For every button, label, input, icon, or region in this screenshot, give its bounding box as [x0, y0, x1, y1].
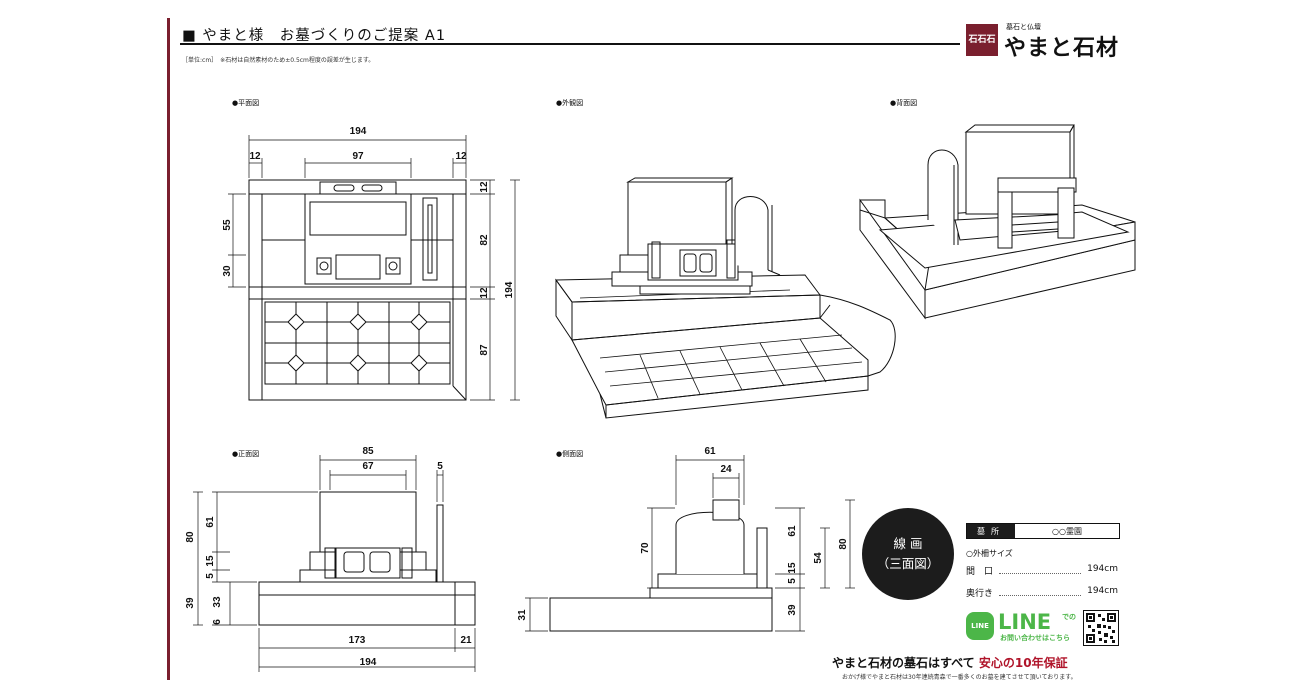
width-key: 間 口	[966, 567, 994, 577]
line-de: での	[1062, 613, 1076, 621]
tagline-highlight: 安心の10年保証	[978, 656, 1068, 670]
dim-plan-r1: 12	[479, 181, 490, 193]
dim-plan-total-w: 194	[350, 126, 367, 137]
footer-note: おかげ様でやまと石材は30年連続青森で一番多くのお墓を建てさせて頂いております。	[842, 674, 1077, 681]
page-title: ■ やまと様 お墓づくりのご提案 A1	[182, 28, 447, 44]
back-view-label: ●背面図	[890, 99, 918, 107]
dim-plan-mid: 97	[352, 151, 364, 162]
line-contact-text[interactable]: お問い合わせはこちら	[1000, 634, 1070, 642]
dim-side-80: 80	[838, 538, 849, 550]
dim-front-85: 85	[362, 446, 374, 457]
dim-front-21: 21	[460, 635, 472, 646]
title-underline	[180, 43, 960, 45]
dim-plan-r2: 82	[479, 234, 490, 246]
front-drawing	[193, 455, 476, 672]
dim-side-15: 15	[787, 562, 798, 574]
plot-value: ○○霊園	[1052, 526, 1082, 536]
dim-plan-l2: 30	[222, 265, 233, 277]
dim-side-31: 31	[517, 609, 528, 621]
dim-plan-r3: 12	[479, 287, 490, 299]
unit-note: ［単位:cm］ ※石材は自然素材のため±0.5cm程度の誤差が生じます。	[182, 57, 375, 64]
dim-front-6: 6	[212, 619, 223, 625]
dim-side-5: 5	[787, 578, 798, 584]
dim-front-194: 194	[360, 657, 377, 668]
dim-side-54: 54	[813, 552, 824, 564]
leader-dots	[999, 586, 1082, 596]
dim-plan-left: 12	[249, 151, 261, 162]
perspective-view-label: ●外観図	[556, 99, 584, 107]
side-drawing	[525, 455, 855, 632]
left-accent-bar	[167, 18, 170, 680]
brand-tagline: 墓石と仏壇	[1006, 23, 1041, 31]
brand-logo-icon: 石石石	[966, 24, 998, 56]
dim-side-61b: 61	[787, 525, 798, 537]
line-app-icon[interactable]: LINE	[966, 612, 994, 640]
line-drawing-badge: 線 画 （三面図）	[862, 508, 954, 600]
plan-drawing	[228, 135, 520, 401]
perspective-drawing	[555, 177, 896, 419]
dim-front-80: 80	[185, 531, 196, 543]
leader-dots	[999, 564, 1082, 574]
qr-code-icon[interactable]	[1083, 610, 1119, 646]
dim-side-61: 61	[704, 446, 716, 457]
size-title: ○外柵サイズ	[966, 549, 1013, 558]
dim-front-5: 5	[437, 461, 443, 472]
width-value: 194cm	[1087, 564, 1118, 574]
dim-front-67: 67	[362, 461, 374, 472]
badge-line1: 線 画	[893, 536, 923, 551]
line-wordmark[interactable]: LINE	[998, 610, 1052, 634]
back-drawing	[859, 124, 1136, 320]
dim-front-15: 15	[205, 555, 216, 567]
front-view-label: ●正面図	[232, 450, 260, 458]
warranty-tagline: やまと石材の墓石はすべて 安心の10年保証	[832, 654, 1068, 671]
side-view-label: ●側面図	[556, 450, 584, 458]
dim-side-39: 39	[787, 604, 798, 616]
tagline-text: やまと石材の墓石はすべて	[832, 656, 975, 670]
dim-front-61: 61	[205, 516, 216, 528]
width-row: 間 口 194cm	[966, 564, 1118, 577]
dim-front-173: 173	[349, 635, 366, 646]
dim-side-70: 70	[640, 542, 651, 554]
depth-row: 奥行き 194cm	[966, 586, 1118, 599]
dim-plan-r4: 87	[479, 344, 490, 356]
dim-plan-total-h: 194	[504, 281, 515, 298]
dim-front-5b: 5	[205, 573, 216, 579]
dim-front-33: 33	[212, 596, 223, 608]
depth-key: 奥行き	[966, 589, 994, 599]
plot-key: 墓所	[967, 524, 1015, 538]
badge-line2: （三面図）	[876, 556, 940, 571]
brand-name: やまと石材	[1004, 36, 1120, 61]
dim-plan-l1: 55	[222, 219, 233, 231]
depth-value: 194cm	[1087, 586, 1118, 596]
dim-side-24: 24	[720, 464, 732, 475]
plot-info: 墓所 ○○霊園	[966, 523, 1120, 539]
dim-plan-right: 12	[455, 151, 467, 162]
plan-view-label: ●平面図	[232, 99, 260, 107]
dim-front-39: 39	[185, 597, 196, 609]
